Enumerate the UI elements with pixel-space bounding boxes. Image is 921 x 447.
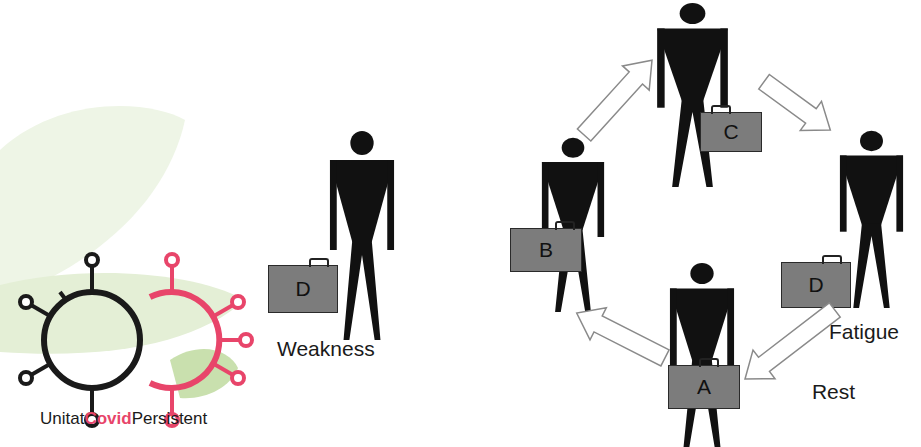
briefcase-letter: D <box>808 273 823 297</box>
arrow-label: Rest <box>812 380 855 404</box>
leaf-shape <box>0 106 185 300</box>
stick-figure <box>328 130 396 340</box>
briefcase-handle <box>309 258 329 267</box>
briefcase: C <box>700 112 762 152</box>
state-label: Weakness <box>277 337 375 361</box>
briefcase-letter: B <box>539 238 553 262</box>
briefcase-letter: A <box>697 375 711 399</box>
stick-figure <box>668 262 736 447</box>
briefcase-handle <box>555 221 575 230</box>
logo-text: Persistent <box>132 409 208 429</box>
block-arrow <box>759 75 831 131</box>
briefcase-handle <box>711 105 731 114</box>
person-with-briefcase: A <box>665 260 745 447</box>
block-arrow <box>577 308 669 366</box>
virus-pink <box>150 254 252 426</box>
briefcase-handle <box>822 255 842 264</box>
briefcase-letter: D <box>295 277 310 301</box>
stick-figure <box>655 2 730 187</box>
person-with-briefcase: D <box>778 130 908 310</box>
virus-black <box>20 254 140 426</box>
stick-figure <box>540 137 606 312</box>
briefcase: D <box>268 265 338 313</box>
logo-text: Unitat <box>40 409 84 429</box>
briefcase: D <box>781 262 851 308</box>
person-with-briefcase: C <box>652 0 764 188</box>
briefcase: B <box>510 228 582 272</box>
state-label: Fatigue <box>829 320 899 344</box>
person-with-briefcase: D <box>265 128 400 343</box>
person-with-briefcase: B <box>505 135 610 313</box>
briefcase-letter: C <box>723 120 738 144</box>
logo-text: Covid <box>84 409 131 429</box>
briefcase: A <box>668 365 740 409</box>
block-arrow <box>577 60 652 141</box>
briefcase-handle <box>699 358 719 367</box>
block-arrow <box>745 303 840 379</box>
